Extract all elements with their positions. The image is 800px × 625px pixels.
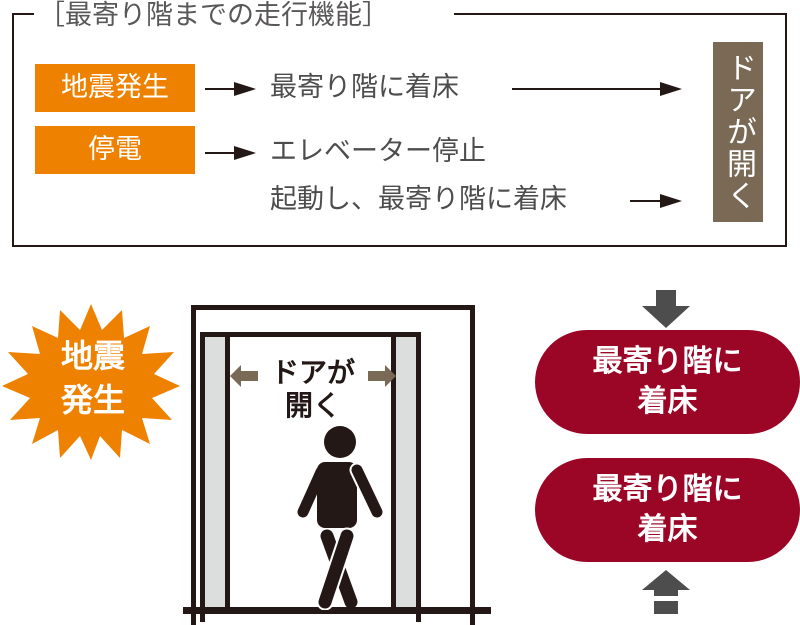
arrow-shaft [630, 200, 662, 202]
right-arrow-icon [234, 146, 256, 160]
outage-result-line2: 起動し、最寄り階に着床 [270, 184, 567, 215]
nearest-floor-pill-top: 最寄り階に 着床 [535, 330, 800, 434]
left-door-panel [205, 337, 230, 614]
door-open-label: ドアが 開く [262, 356, 364, 422]
burst-label-line1: 地震 [60, 337, 125, 375]
power-outage-tag: 停電 [35, 126, 195, 174]
function-panel-frame [12, 13, 787, 247]
walking-person-icon [297, 426, 385, 610]
pill-bottom-line1: 最寄り階に [592, 472, 743, 507]
elevator-inner-frame [200, 332, 421, 622]
right-door-panel [391, 337, 416, 614]
pill-bottom-line2: 着床 [637, 512, 698, 547]
nearest-floor-pill-bottom: 最寄り階に 着床 [535, 458, 800, 562]
arrow-shaft [205, 152, 235, 154]
door-open-line2: 開く [284, 389, 341, 422]
frame-top-left-edge [12, 13, 34, 15]
floor-line [183, 607, 491, 614]
outage-result-line1: エレベーター停止 [270, 136, 486, 167]
right-arrow-icon [234, 82, 256, 96]
right-arrow-icon [660, 194, 682, 208]
arrow-shaft [512, 88, 662, 90]
earthquake-tag: 地震発生 [35, 64, 195, 112]
left-arrow-icon [230, 365, 258, 387]
door-open-line1: ドアが [270, 356, 355, 389]
right-arrow-icon [368, 365, 396, 387]
earthquake-result: 最寄り階に着床 [270, 72, 459, 103]
burst-label-line2: 発生 [60, 381, 125, 419]
starburst-icon [2, 304, 180, 460]
right-arrow-icon [660, 82, 682, 96]
door-opens-box: ドアが開く [713, 42, 763, 222]
frame-top-right-edge [454, 13, 787, 15]
elevator-outer-frame [191, 305, 475, 625]
burst-label: 地震 発生 [48, 334, 138, 422]
arrow-shaft [205, 88, 235, 90]
panel-title: ［最寄り階までの走行機能］ [38, 0, 389, 31]
up-arrow-icon [642, 570, 690, 614]
down-arrow-icon [642, 290, 690, 328]
pill-top-line2: 着床 [637, 384, 698, 419]
pill-top-line1: 最寄り階に [592, 344, 743, 379]
